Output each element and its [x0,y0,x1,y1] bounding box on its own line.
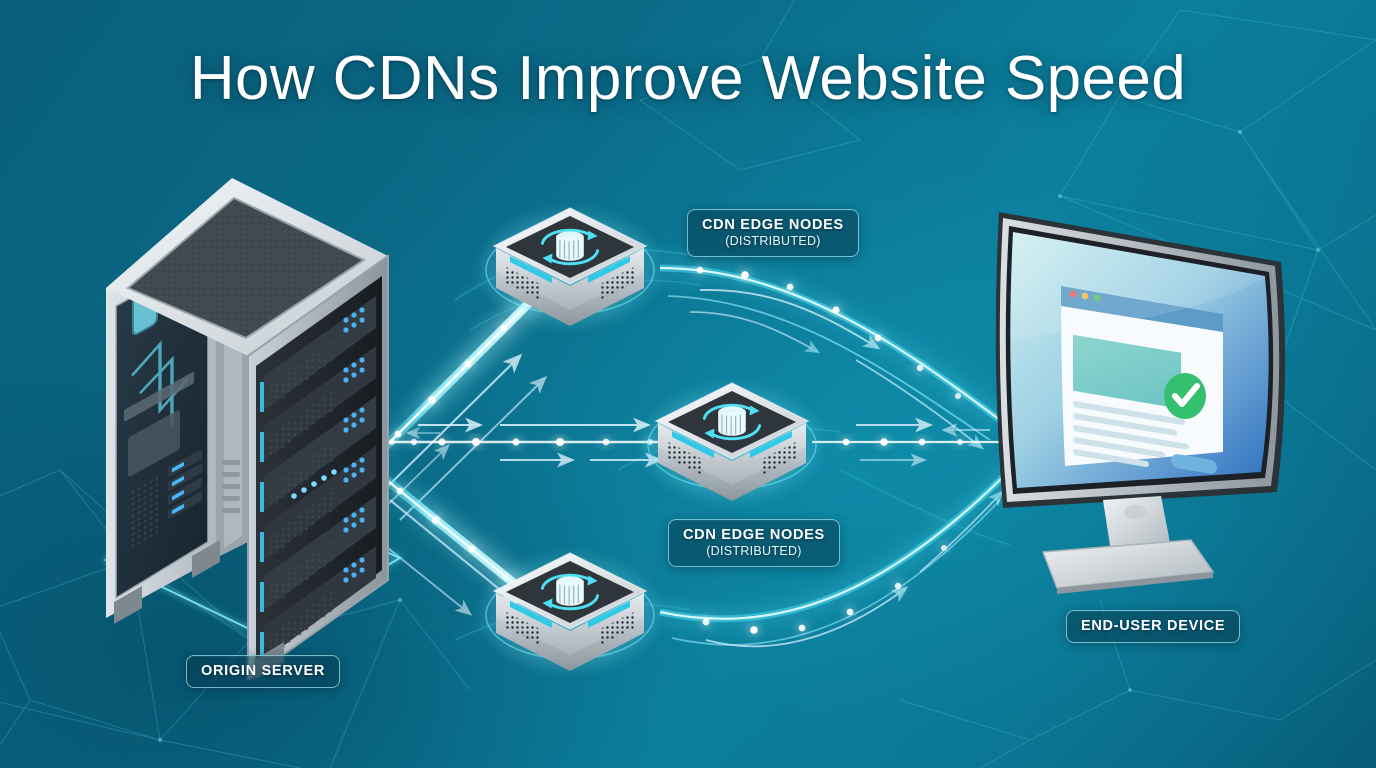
traffic-light-buttons [1069,290,1101,302]
page-title: How CDNs Improve Website Speed [189,44,1187,113]
server-top-vent [106,178,388,356]
monitor-screen [1010,232,1269,488]
cta-button [1171,454,1217,474]
success-check-icon [1164,373,1206,419]
node-body-lower [496,264,644,326]
database-cylinder-icon [718,406,746,436]
cache-refresh-icon [540,573,600,611]
node-vents [504,601,636,645]
browser-window [1061,286,1223,474]
label-cdn-edge-nodes-middle[interactable]: CDN EDGE NODES (DISTRIBUTED) [668,519,840,567]
internal-components [124,372,194,550]
cdn-edge-node-middle[interactable] [632,365,832,515]
content-text-lines [1073,401,1189,467]
cache-refresh-icon [702,403,762,441]
label-line-2: (DISTRIBUTED) [706,544,802,558]
drive-bay-leds [168,449,202,519]
database-cylinder-icon [556,231,584,261]
label-line-1: CDN EDGE NODES [683,527,825,543]
origin-server[interactable] [88,160,418,680]
server-left-panel [106,226,216,618]
node-body-lower [658,439,806,501]
label-line-1: CDN EDGE NODES [702,217,844,233]
server-rack-units [247,254,389,680]
database-cylinder-icon [556,576,584,606]
monitor-stand [1041,496,1215,594]
cdn-edge-node-bottom[interactable] [470,535,670,685]
cache-refresh-icon [540,228,600,266]
node-body-lower [496,609,644,671]
label-line-1: END-USER DEVICE [1081,618,1226,634]
end-user-device[interactable] [985,200,1305,600]
label-origin-server[interactable]: ORIGIN SERVER [186,655,341,688]
cdn-edge-node-top[interactable] [470,190,670,340]
label-end-user-device[interactable]: END-USER DEVICE [1066,610,1241,643]
node-vents [504,256,636,300]
node-vents [666,431,798,475]
label-line-2: (DISTRIBUTED) [725,234,821,248]
label-line-1: ORIGIN SERVER [201,663,326,679]
label-cdn-edge-nodes-top[interactable]: CDN EDGE NODES (DISTRIBUTED) [687,209,859,257]
flow-edge-middle-to-user [812,417,1010,467]
hero-image-block [1073,334,1181,409]
